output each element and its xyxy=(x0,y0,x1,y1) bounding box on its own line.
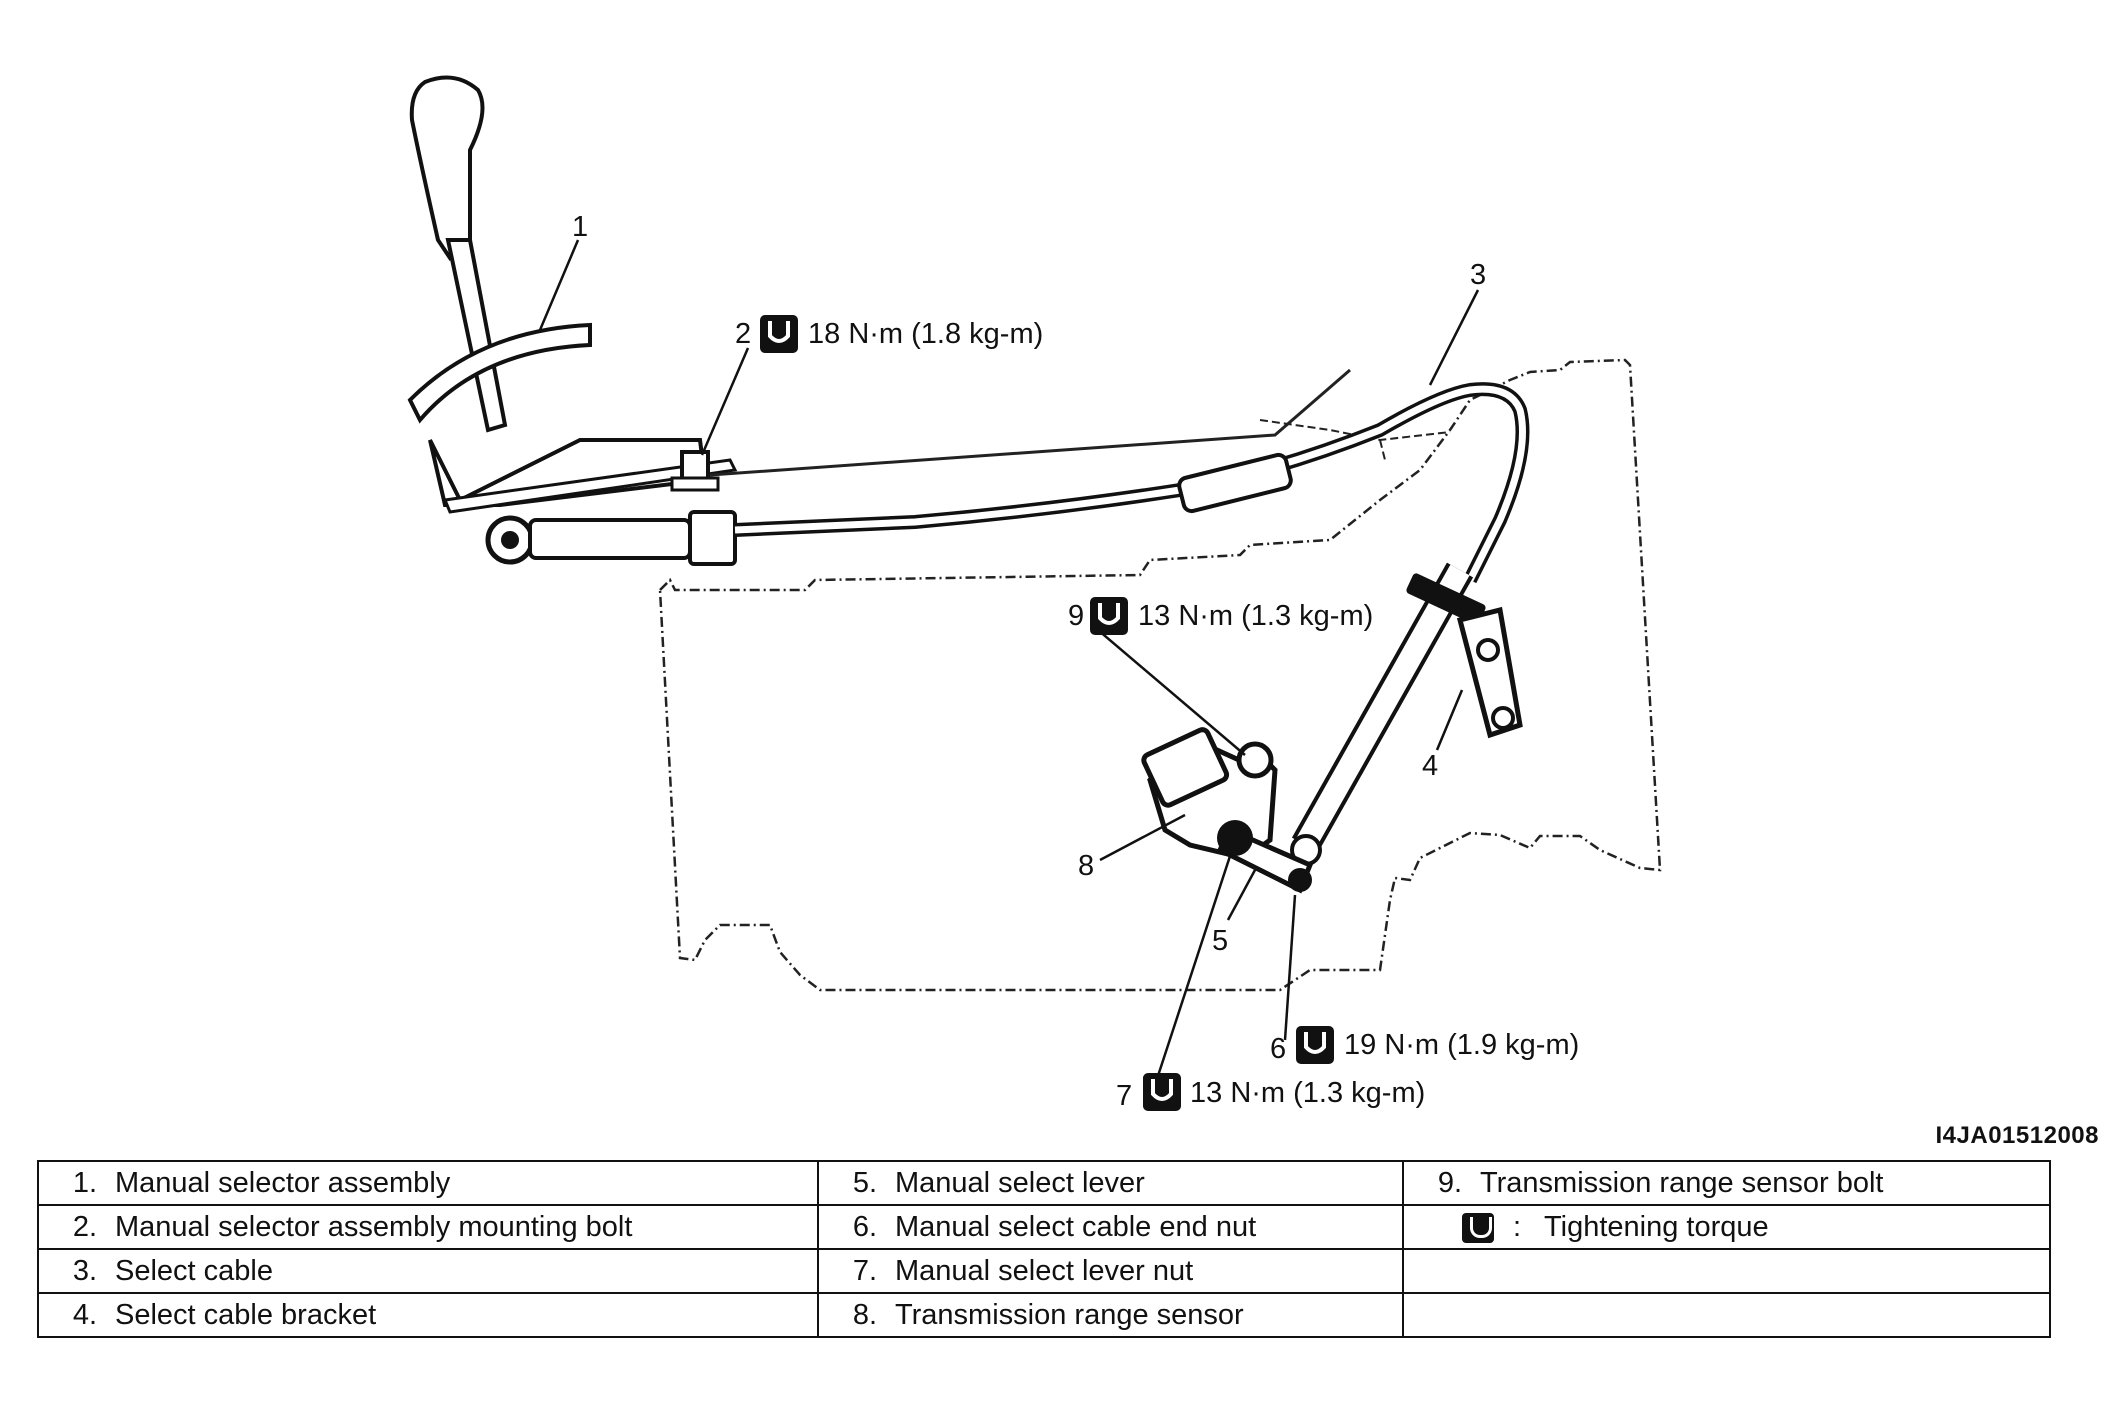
callout-1: 1 xyxy=(572,211,588,243)
callout-7: 7 xyxy=(1116,1080,1132,1112)
transmission-housing-outline xyxy=(658,358,1662,992)
table-cell xyxy=(1402,1248,2051,1294)
legend-number: 9. xyxy=(1437,1166,1462,1199)
table-cell xyxy=(1402,1292,2051,1338)
torque-value-7: 13 N·m (1.3 kg-m) xyxy=(1190,1077,1425,1109)
torque-wrench-icon xyxy=(1090,597,1128,635)
table-row: 2. Manual selector assembly mounting bolt… xyxy=(37,1204,2051,1250)
table-cell: 2. Manual selector assembly mounting bolt xyxy=(37,1204,819,1250)
callout-3: 3 xyxy=(1470,259,1486,291)
table-cell: 8. Transmission range sensor xyxy=(817,1292,1404,1338)
torque-wrench-icon xyxy=(1462,1212,1494,1243)
legend-label: Manual select lever nut xyxy=(895,1254,1194,1287)
torque-wrench-icon xyxy=(1143,1073,1181,1111)
manual-select-lever xyxy=(1216,820,1314,894)
legend-number: 2. xyxy=(72,1210,97,1243)
table-cell: : Tightening torque xyxy=(1402,1204,2051,1250)
figure-id: I4JA01512008 xyxy=(1935,1122,2099,1149)
table-cell: 5. Manual select lever xyxy=(817,1160,1404,1206)
legend-number: 5. xyxy=(852,1166,877,1199)
table-cell: 7. Manual select lever nut xyxy=(817,1248,1404,1294)
legend-label: Select cable xyxy=(115,1254,273,1287)
table-cell: 6. Manual select cable end nut xyxy=(817,1204,1404,1250)
callout-4: 4 xyxy=(1422,750,1438,782)
torque-value-6: 19 N·m (1.9 kg-m) xyxy=(1344,1029,1579,1061)
floor-line xyxy=(709,368,1351,477)
select-cable-bracket xyxy=(1456,606,1523,739)
table-cell: 1. Manual selector assembly xyxy=(37,1160,819,1206)
table-row: 1. Manual selector assembly 5. Manual sele… xyxy=(37,1160,2051,1206)
torque-value-2: 18 N·m (1.8 kg-m) xyxy=(808,318,1043,350)
callout-8: 8 xyxy=(1078,850,1094,882)
select-cable xyxy=(734,382,1530,866)
torque-wrench-icon xyxy=(760,315,798,353)
legend-label: Manual selector assembly mounting bolt xyxy=(115,1210,633,1243)
torque-value-9: 13 N·m (1.3 kg-m) xyxy=(1138,600,1373,632)
table-row: 3. Select cable 7. Manual select lever nut xyxy=(37,1248,2051,1294)
legend-separator: : xyxy=(1512,1210,1522,1243)
manual-selector-assembly xyxy=(407,75,738,566)
legend-number: 3. xyxy=(72,1254,97,1287)
leader-lines xyxy=(538,239,1480,1086)
callout-2: 2 xyxy=(735,318,751,350)
legend-label: Select cable bracket xyxy=(115,1298,377,1331)
table-row: 4. Select cable bracket 8. Transmission ra… xyxy=(37,1292,2051,1338)
legend-number: 8. xyxy=(852,1298,877,1331)
legend-number: 4. xyxy=(72,1298,97,1331)
legend-label: Transmission range sensor bolt xyxy=(1480,1166,1884,1199)
callout-6: 6 xyxy=(1270,1033,1286,1065)
legend-label: Transmission range sensor xyxy=(895,1298,1244,1331)
legend-label: Manual selector assembly xyxy=(115,1166,451,1199)
legend-number: 1. xyxy=(72,1166,97,1199)
callout-9: 9 xyxy=(1068,600,1084,632)
legend-number: 6. xyxy=(852,1210,877,1243)
torque-wrench-icon xyxy=(1296,1026,1334,1064)
legend-label: Manual select lever xyxy=(895,1166,1145,1199)
parts-legend-table: 1. Manual selector assembly 5. Manual sele… xyxy=(37,1160,2051,1338)
callout-5: 5 xyxy=(1212,925,1228,957)
exploded-diagram: 1 2 3 4 5 6 7 8 9 18 N·m (1.8 kg-m) 13 N… xyxy=(407,75,1662,1112)
table-cell: 3. Select cable xyxy=(37,1248,819,1294)
table-cell: 9. Transmission range sensor bolt xyxy=(1402,1160,2051,1206)
legend-number: 7. xyxy=(852,1254,877,1287)
legend-label: Tightening torque xyxy=(1544,1210,1769,1243)
mounting-bolt xyxy=(670,450,720,492)
legend-label: Manual select cable end nut xyxy=(895,1210,1257,1243)
table-cell: 4. Select cable bracket xyxy=(37,1292,819,1338)
